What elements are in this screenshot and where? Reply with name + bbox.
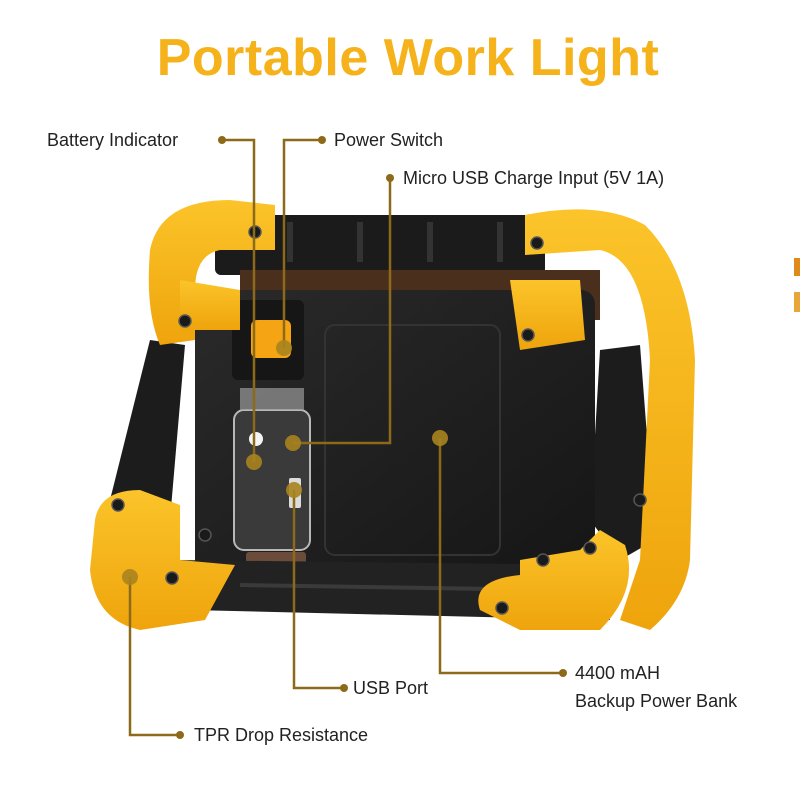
left-stand bbox=[110, 340, 185, 540]
frame-top-right bbox=[525, 209, 695, 630]
edge-fragment bbox=[794, 292, 800, 312]
power-bank-label: Backup Power Bank bbox=[575, 691, 738, 711]
tpr-label: TPR Drop Resistance bbox=[194, 725, 369, 745]
power-switch-button bbox=[251, 320, 291, 358]
usb-port-label: USB Port bbox=[353, 678, 429, 698]
frame-bottom-left bbox=[90, 490, 235, 630]
edge-fragment bbox=[794, 258, 800, 276]
micro-usb-label: Micro USB Charge Input (5V 1A) bbox=[403, 168, 665, 188]
battery-led bbox=[249, 432, 263, 446]
power-switch-label: Power Switch bbox=[334, 130, 444, 150]
power-bank-capacity-label: 4400 mAH bbox=[575, 663, 661, 683]
battery-indicator-label: Battery Indicator bbox=[47, 130, 179, 150]
page-title: Portable Work Light bbox=[156, 29, 660, 87]
usb-port-slot bbox=[289, 478, 301, 508]
